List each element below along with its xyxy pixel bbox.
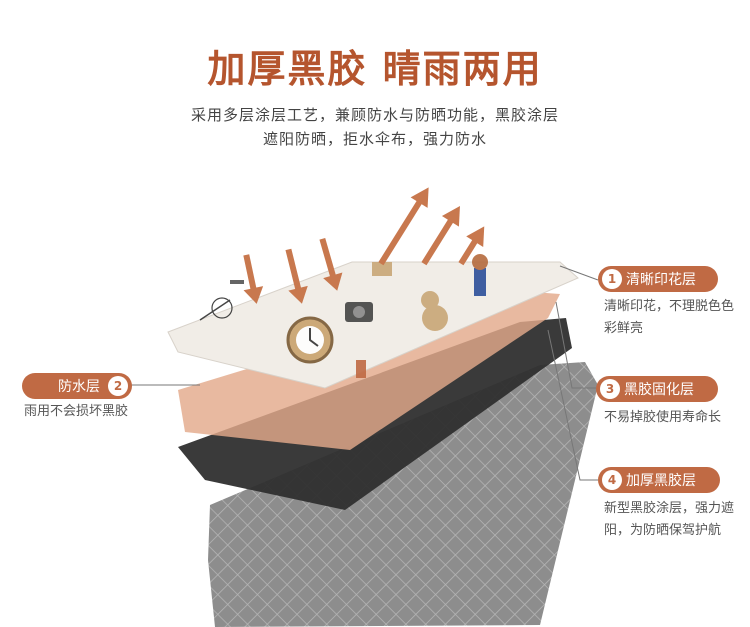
layer-1-label: 1 清晰印花层 — [598, 266, 718, 292]
layer-1-number: 1 — [602, 269, 622, 289]
layer-1-desc: 清晰印花，不理脱色色彩鲜亮 — [604, 299, 735, 336]
layer-3-title: 黑胶固化层 — [624, 382, 694, 398]
page-title: 加厚黑胶 晴雨两用 — [207, 47, 543, 91]
subtitle-line-1: 采用多层涂层工艺，兼顾防水与防晒功能，黑胶涂层 — [190, 106, 559, 124]
layer-1-title: 清晰印花层 — [626, 272, 696, 288]
layer-2-desc: 雨用不会损坏黑胶 — [24, 404, 129, 419]
layer-3-desc: 不易掉胶使用寿命长 — [604, 410, 722, 425]
layer-2-label: 防水层 2 — [22, 373, 132, 399]
waterproof-layer — [178, 290, 560, 450]
layer-2-title: 防水层 — [58, 379, 100, 395]
layer-4-number: 4 — [602, 470, 622, 490]
arrows-up — [378, 187, 485, 266]
print-pattern — [199, 254, 488, 378]
layer-4-title: 加厚黑胶层 — [626, 473, 696, 489]
arrows-down — [243, 237, 343, 304]
subtitle-line-2: 遮阳防晒，拒水伞布，强力防水 — [262, 130, 487, 148]
layer-4-desc: 新型黑胶涂层，强力遮阳，为防晒保驾护航 — [604, 501, 735, 538]
thick-glue-layer — [208, 362, 598, 627]
layer-2-number: 2 — [108, 376, 128, 396]
layer-3-label: 3 黑胶固化层 — [596, 376, 718, 402]
layer-4-label: 4 加厚黑胶层 — [598, 467, 720, 493]
layer-3-number: 3 — [600, 379, 620, 399]
